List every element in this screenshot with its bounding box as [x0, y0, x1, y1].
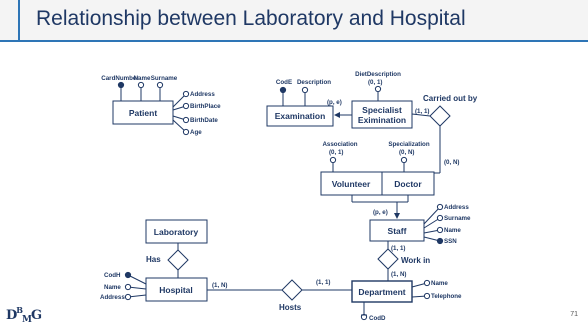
rel-label-hosts: Hosts [279, 303, 302, 312]
attribute-dot-staff-name [436, 226, 444, 234]
relationship-hosts [281, 279, 303, 301]
identifier-dot-cardnumber [117, 81, 125, 89]
card-label-specialization: (0, N) [399, 149, 414, 156]
card-hospital-hosts: (1, N) [212, 282, 227, 289]
attribute-dot-telephone [423, 292, 431, 300]
entity-label-laboratory: Laboratory [154, 227, 199, 237]
identifier-dot-ssn [436, 237, 444, 245]
attribute-dot-dietdescription [374, 85, 382, 93]
entity-laboratory [145, 219, 208, 244]
attribute-dot-age [182, 128, 190, 136]
attr-label-code: CodE [276, 79, 292, 86]
attribute-dot-address [182, 90, 190, 98]
rel-label-has: Has [146, 255, 161, 264]
identifier-dot-codh [124, 271, 132, 279]
relationship-has [167, 249, 189, 271]
entity-label-volunteer: Volunteer [332, 179, 371, 189]
identifier-dot-code [279, 86, 287, 94]
attribute-dot-staff-address [436, 203, 444, 211]
attr-label-ssn: SSN [444, 238, 457, 245]
attr-label-cardnumber: CardNumber [101, 75, 139, 82]
attr-label-telephone: Telephone [431, 293, 462, 300]
attr-label-birthdate: BirthDate [190, 117, 218, 124]
entity-staff [369, 219, 425, 242]
relationship-carried-out-by [429, 105, 451, 127]
title-bar [0, 0, 588, 40]
attribute-dot-specialization [400, 156, 408, 164]
card-specialist-carried: (1, 1) [415, 108, 429, 115]
entity-label-specialist-2: Eximination [358, 115, 406, 125]
entity-label-examination: Examination [275, 111, 326, 121]
entity-specialist-examination [351, 100, 413, 129]
attribute-dot-codd [360, 313, 368, 321]
rel-label-work-in: Work in [401, 256, 430, 265]
page-number: 71 [570, 311, 578, 318]
attribute-dot-birthplace [182, 102, 190, 110]
attribute-dot-hospital-address [124, 293, 132, 301]
attribute-dot-name [137, 81, 145, 89]
attr-label-codd: CodD [369, 315, 386, 322]
attr-label-birthplace: BirthPlace [190, 103, 221, 110]
entity-label-department: Department [358, 287, 405, 297]
title-underline [0, 40, 588, 42]
card-staff-generalization: (p, e) [373, 209, 388, 216]
entity-label-staff: Staff [388, 226, 407, 236]
attr-label-staff-surname: Surname [444, 215, 471, 222]
attr-label-department-name: Name [431, 280, 448, 287]
card-doctor-carried: (0, N) [444, 159, 459, 166]
attr-label-association: Association [322, 141, 357, 148]
entity-department [351, 280, 413, 303]
attr-label-staff-address: Address [444, 204, 469, 211]
attr-label-specialization: Specialization [388, 141, 429, 148]
card-exam-generalization: (p, e) [327, 99, 342, 106]
attribute-dot-surname [156, 81, 164, 89]
entity-examination [266, 105, 334, 127]
entity-hospital [145, 277, 208, 302]
card-label-diet: (0, 1) [368, 79, 382, 86]
card-label-association: (0, 1) [329, 149, 343, 156]
rel-label-carried-out-by: Carried out by [423, 94, 478, 103]
attr-label-hospital-name: Name [104, 284, 121, 291]
attr-label-patient-surname: Surname [151, 75, 178, 82]
attr-label-dietdescription: DietDescription [355, 71, 401, 78]
attribute-dot-birthdate [182, 116, 190, 124]
attr-label-description: Description [297, 79, 331, 86]
attribute-dot-hospital-name [124, 283, 132, 291]
attr-label-patient-name: Name [134, 75, 151, 82]
attribute-dot-description [301, 86, 309, 94]
entity-patient [112, 100, 174, 125]
relationship-work-in [377, 248, 399, 270]
entity-label-doctor: Doctor [394, 179, 422, 189]
attr-label-hospital-address: Address [100, 294, 125, 301]
attribute-dot-department-name [423, 279, 431, 287]
attribute-dot-association [329, 156, 337, 164]
card-staff-workin: (1, 1) [391, 245, 405, 252]
attribute-dot-staff-surname [436, 214, 444, 222]
attr-label-staff-name: Name [444, 227, 461, 234]
card-department-hosts: (1, 1) [316, 279, 330, 286]
dbmg-logo: DBMG [6, 305, 42, 325]
card-department-workin: (1, N) [391, 271, 406, 278]
entity-label-patient: Patient [129, 108, 158, 118]
attr-label-codh: CodH [104, 272, 121, 279]
title-accent-bar [18, 0, 20, 40]
attr-label-age: Age [190, 129, 202, 136]
entity-label-specialist-1: Specialist [362, 105, 402, 115]
slide-title: Relationship between Laboratory and Hosp… [36, 7, 466, 30]
entity-label-hospital: Hospital [159, 285, 193, 295]
attr-label-patient-address: Address [190, 91, 215, 98]
